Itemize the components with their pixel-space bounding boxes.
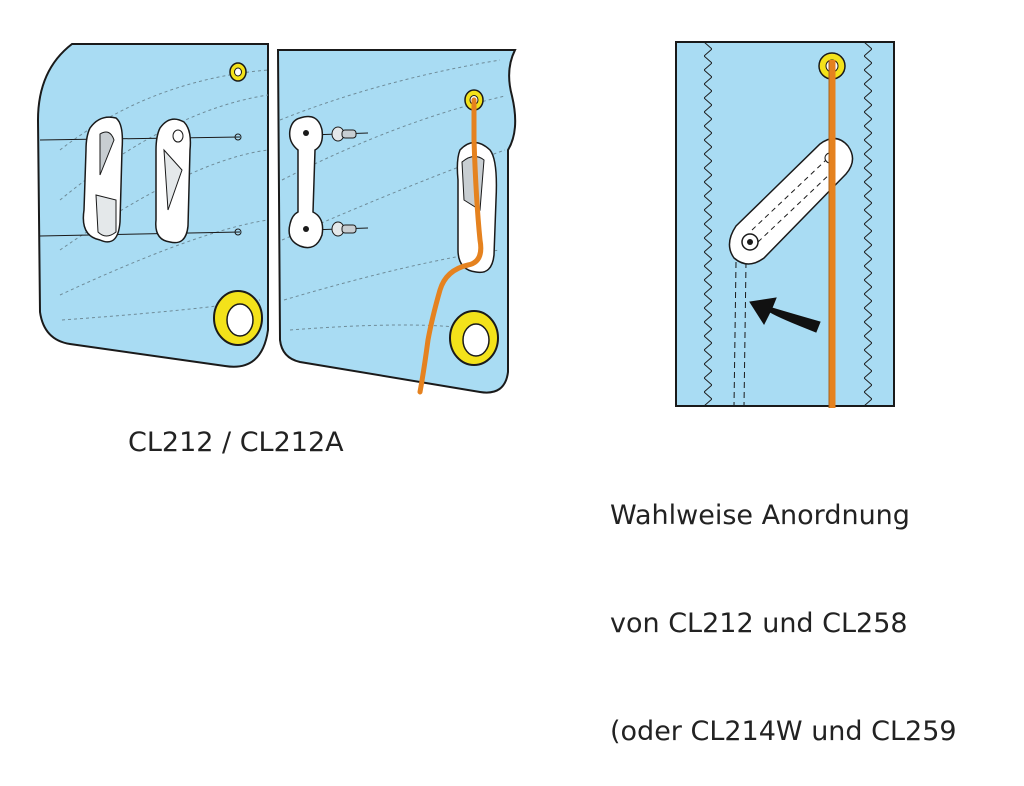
eyelet-small-left <box>229 62 247 82</box>
rivet-top <box>331 126 357 142</box>
middle-sail-panel <box>276 49 517 395</box>
right-sail-strip <box>675 41 895 408</box>
left-sail-panel <box>36 43 269 368</box>
eyelet-large-left <box>213 290 263 346</box>
caption-right-line-1: Wahlweise Anordnung <box>610 500 910 531</box>
rivet-bottom <box>331 221 357 237</box>
direction-arrow <box>749 297 821 333</box>
dogbone-fitting <box>288 115 324 249</box>
caption-left: CL212 / CL212A <box>128 427 344 458</box>
cleat-fitting-cl212 <box>82 116 124 243</box>
cleat-fitting-cl212a <box>155 118 192 244</box>
caption-right-line-3: (oder CL214W und CL259 <box>610 716 957 747</box>
caption-right-line-2: von CL212 und CL258 <box>610 608 908 639</box>
caption-right: Wahlweise Anordnung von CL212 und CL258 … <box>610 426 957 786</box>
eyelet-large-middle <box>449 310 499 366</box>
rope-middle <box>417 97 484 395</box>
diagram-canvas <box>36 41 895 408</box>
